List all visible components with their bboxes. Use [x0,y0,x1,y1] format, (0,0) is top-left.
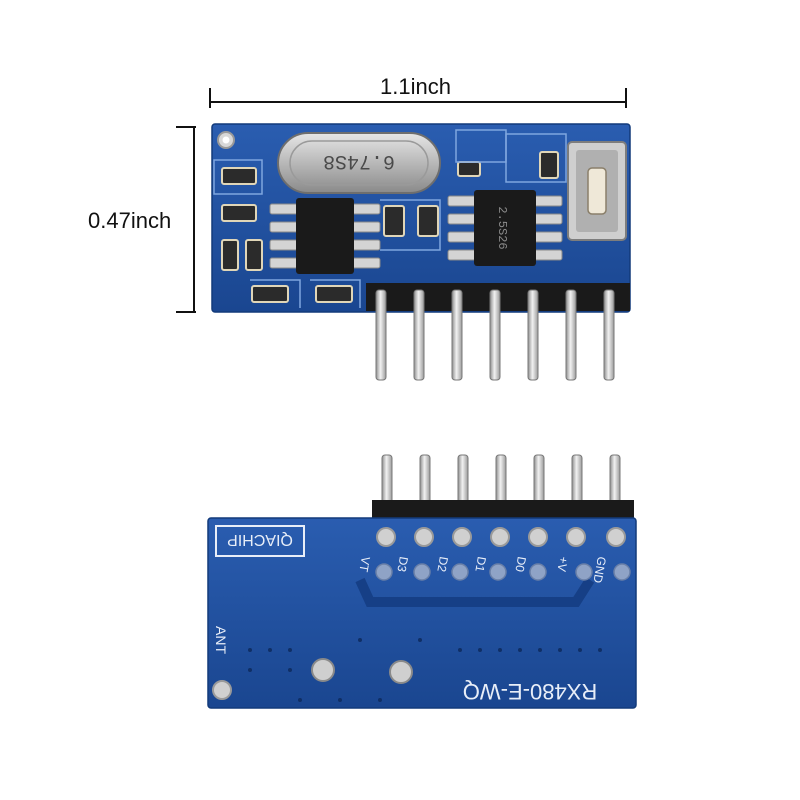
trace-groove [355,577,595,607]
width-dimension-line [209,88,627,108]
vias [248,638,602,702]
pin-label-gnd: GND [590,555,608,584]
learn-button [567,141,627,241]
pins-top [375,289,615,381]
pin-label-vcc: +V [554,555,570,572]
top-board: 6.74S8 [211,123,631,381]
model-text: RX480-E-WQ [463,679,597,704]
pin-label-d0: D0 [512,555,529,573]
brand-logo: QIACHIP [215,525,305,557]
brand-text: QIACHIP [227,531,293,548]
chip-marking: 2.5S26 [495,206,509,249]
crystal-oscillator: 6.74S8 [277,132,441,194]
ic-chip-right: 2.5S26 [447,190,563,266]
crystal-marking: 6.74S8 [323,149,395,172]
solder-pads-bottom [375,563,631,581]
height-dimension-line [176,126,196,313]
solder-pads-top [376,527,626,547]
pcb-traces [213,129,567,308]
antenna-pad [212,680,232,700]
bottom-board: QIACHIP VT D3 D2 D1 D0 [207,454,637,709]
height-dimension-label: 0.47inch [88,208,172,233]
solder-joints [311,658,413,684]
pin-label-d1: D1 [472,555,489,573]
antenna-label: ANT [213,626,229,654]
pin-label-vt: VT [356,555,373,573]
ic-chip-left [269,198,381,274]
pin-label-d2: D2 [434,555,451,573]
pin-label-d3: D3 [394,555,411,573]
width-dimension-label: 1.1inch [380,74,451,99]
pin-header-bottom [372,500,634,522]
pin-labels: VT D3 D2 D1 D0 +V GND [356,555,609,584]
smd-components-left [221,151,559,303]
